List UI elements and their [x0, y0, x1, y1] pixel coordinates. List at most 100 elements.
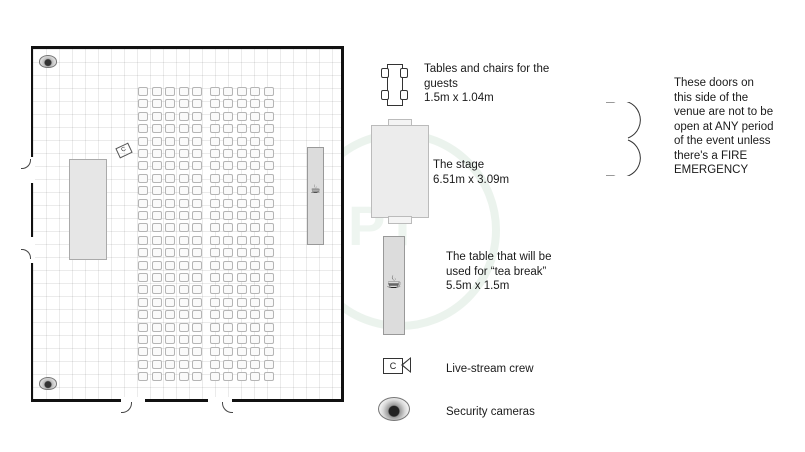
guest-seat — [263, 149, 274, 158]
guest-seat — [236, 161, 247, 171]
guest-seat — [192, 260, 202, 270]
guest-seat — [250, 248, 260, 258]
guest-seat — [178, 235, 189, 245]
guest-seat — [223, 235, 233, 245]
legend-security-label: Security cameras — [446, 406, 535, 418]
guest-seat — [223, 111, 233, 121]
guest-seat — [223, 322, 233, 332]
guest-seat — [165, 99, 175, 109]
guest-seat — [209, 111, 220, 121]
guest-seat — [250, 111, 260, 121]
guest-seat — [236, 273, 247, 282]
guest-seat — [138, 347, 148, 357]
guest-seat — [223, 310, 233, 320]
guest-seat — [263, 273, 274, 282]
guest-seat — [165, 335, 175, 344]
guest-seat — [209, 310, 220, 320]
guest-seat — [263, 347, 274, 357]
guest-seat — [209, 223, 220, 233]
guest-seat — [236, 235, 247, 245]
guest-seat — [165, 161, 175, 171]
guest-seat — [236, 297, 247, 307]
guest-seat — [151, 111, 162, 121]
guest-seat — [151, 99, 162, 109]
guest-seat — [250, 124, 260, 134]
guest-seat — [151, 211, 162, 220]
guest-seat — [178, 359, 189, 369]
guest-seat — [178, 198, 189, 208]
tea-table-icon: ☕ — [383, 236, 405, 335]
guest-seat — [151, 372, 162, 382]
guest-seat — [151, 124, 162, 134]
guest-seat — [250, 285, 260, 295]
guest-seat — [223, 99, 233, 109]
guest-seat — [178, 173, 189, 183]
guest-seat — [138, 297, 148, 307]
guest-seat — [250, 372, 260, 382]
guest-seat — [236, 149, 247, 158]
double-door-icon — [606, 102, 641, 176]
guest-seat — [178, 310, 189, 320]
guest-seat — [263, 297, 274, 307]
guest-seat — [178, 335, 189, 344]
guest-seat — [209, 87, 220, 96]
guest-seat — [263, 235, 274, 245]
guest-seat — [250, 359, 260, 369]
security-camera-icon — [39, 55, 57, 68]
bottom-door-right-swing — [222, 402, 233, 413]
guest-seat — [263, 124, 274, 134]
legend-livestream-label: Live-stream crew — [446, 363, 534, 375]
guest-seat — [263, 285, 274, 295]
stage-icon — [371, 119, 429, 224]
guest-seat — [138, 335, 148, 344]
guest-seat — [192, 149, 202, 158]
guest-seat — [151, 335, 162, 344]
guest-seat — [223, 223, 233, 233]
guest-seat — [151, 273, 162, 282]
left-door-lower — [29, 237, 35, 263]
guest-seat — [263, 136, 274, 146]
guest-seat — [192, 297, 202, 307]
guest-seat — [209, 260, 220, 270]
guest-seat — [209, 335, 220, 344]
guest-seat — [263, 211, 274, 220]
guest-seat — [192, 223, 202, 233]
guest-seat — [223, 285, 233, 295]
guest-seat — [192, 136, 202, 146]
guest-seat — [165, 149, 175, 158]
guest-seat — [138, 136, 148, 146]
guest-seat — [209, 359, 220, 369]
guest-seat — [192, 359, 202, 369]
guest-seat — [250, 335, 260, 344]
guest-seat — [192, 347, 202, 357]
security-camera-icon — [378, 397, 410, 421]
guest-seat — [151, 223, 162, 233]
door-warning-note: These doors on this side of the venue ar… — [674, 77, 774, 176]
guest-seat — [263, 111, 274, 121]
guest-seat — [178, 186, 189, 196]
guest-seat — [138, 149, 148, 158]
tea-cup-icon: ☕ — [310, 182, 321, 196]
guest-seat — [223, 211, 233, 220]
guest-seat — [250, 223, 260, 233]
guest-seat — [192, 87, 202, 96]
guest-seat — [192, 99, 202, 109]
guest-seat — [223, 198, 233, 208]
guest-seat — [165, 322, 175, 332]
guest-seat — [209, 149, 220, 158]
guest-seat — [192, 111, 202, 121]
guest-seat — [178, 297, 189, 307]
camera-c-icon: C — [383, 356, 413, 376]
tea-break-table: ☕ — [307, 147, 324, 245]
guest-seat — [250, 186, 260, 196]
guest-seat — [165, 372, 175, 382]
guest-seat — [209, 161, 220, 171]
guest-seat — [151, 198, 162, 208]
guest-seat — [223, 347, 233, 357]
guest-seat — [250, 211, 260, 220]
bottom-door-left — [121, 397, 145, 403]
guest-seat — [236, 335, 247, 344]
guest-seat — [236, 136, 247, 146]
guest-seat — [165, 260, 175, 270]
guest-seat — [178, 87, 189, 96]
